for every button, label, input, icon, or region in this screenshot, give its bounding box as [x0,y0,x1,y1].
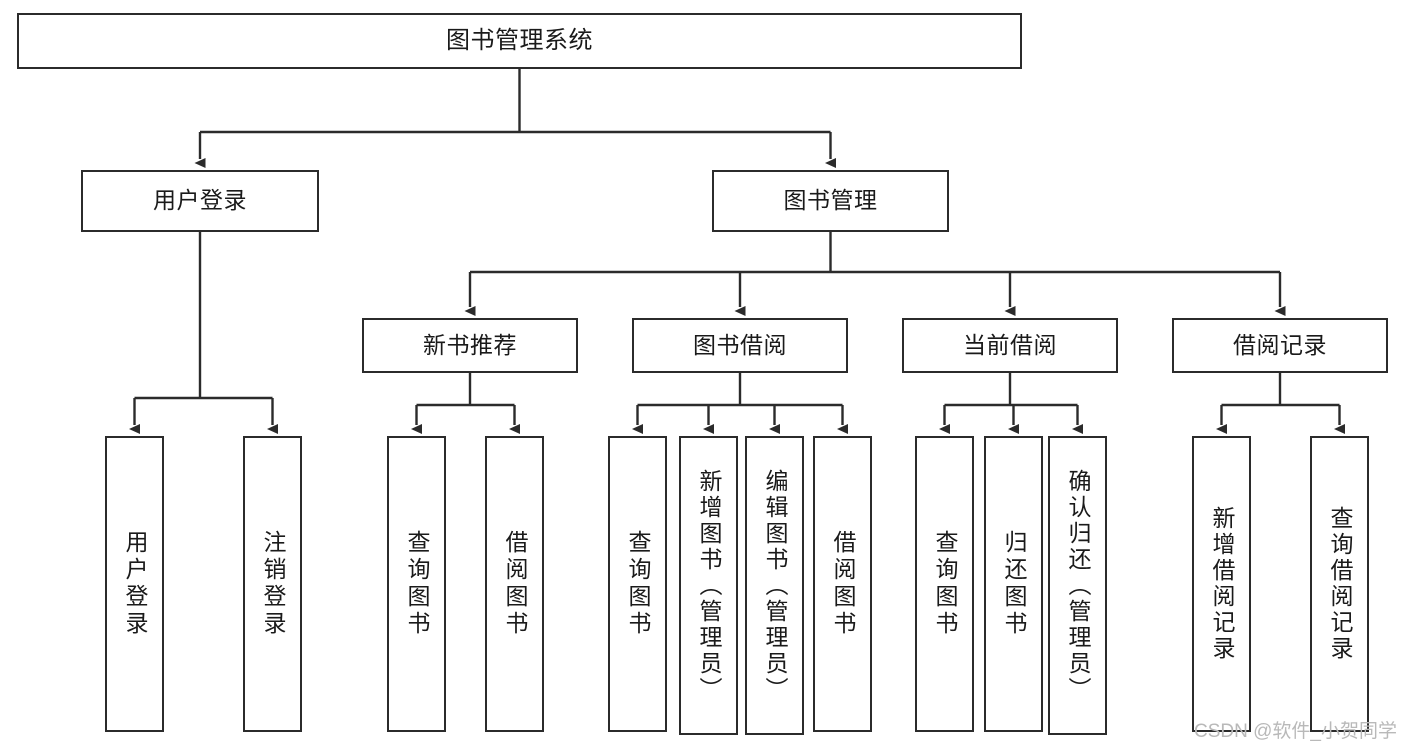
node-newbook[interactable]: 新书推荐 [362,318,578,373]
node-l-userlogin[interactable]: 用户登录 [105,436,164,732]
node-borrow[interactable]: 图书借阅 [632,318,848,373]
node-records[interactable]: 借阅记录 [1172,318,1388,373]
node-l-addrec[interactable]: 新增借阅记录 [1192,436,1251,732]
node-label: 注销登录 [260,530,286,638]
node-label: 当前借阅 [963,331,1057,358]
node-l-confirm[interactable]: 确认归还（管理员） [1048,436,1107,735]
node-label: 新增图书（管理员） [696,468,722,703]
node-l-query3[interactable]: 查询图书 [915,436,974,732]
node-l-borrow1[interactable]: 借阅图书 [485,436,544,732]
node-login[interactable]: 用户登录 [81,170,319,232]
node-label: 归还图书 [1001,530,1027,638]
node-label: 图书管理 [783,187,878,214]
node-l-query1[interactable]: 查询图书 [387,436,446,732]
node-root[interactable]: 图书管理系统 [17,13,1022,69]
node-current[interactable]: 当前借阅 [902,318,1118,373]
node-label: 用户登录 [122,530,148,638]
node-l-add[interactable]: 新增图书（管理员） [679,436,738,735]
node-label: 查询图书 [625,530,651,638]
node-label: 新增借阅记录 [1209,506,1235,662]
node-label: 借阅记录 [1233,331,1327,358]
node-label: 查询图书 [404,530,430,638]
node-l-edit[interactable]: 编辑图书（管理员） [745,436,804,735]
node-label: 图书管理系统 [446,26,593,54]
node-label: 借阅图书 [830,530,856,638]
node-l-borrow2[interactable]: 借阅图书 [813,436,872,732]
node-l-query2[interactable]: 查询图书 [608,436,667,732]
node-label: 借阅图书 [502,530,528,638]
node-bookmgmt[interactable]: 图书管理 [712,170,949,232]
node-label: 用户登录 [153,187,247,214]
node-label: 编辑图书（管理员） [762,468,788,703]
node-l-queryrec[interactable]: 查询借阅记录 [1310,436,1369,732]
node-label: 查询图书 [932,530,958,638]
node-label: 新书推荐 [423,331,517,358]
node-l-logout[interactable]: 注销登录 [243,436,302,732]
node-label: 查询借阅记录 [1327,506,1353,662]
csdn-watermark: CSDN @软件_小贺同学 [1194,721,1397,742]
node-l-return[interactable]: 归还图书 [984,436,1043,732]
node-label: 确认归还（管理员） [1065,468,1091,703]
node-label: 图书借阅 [693,331,787,358]
